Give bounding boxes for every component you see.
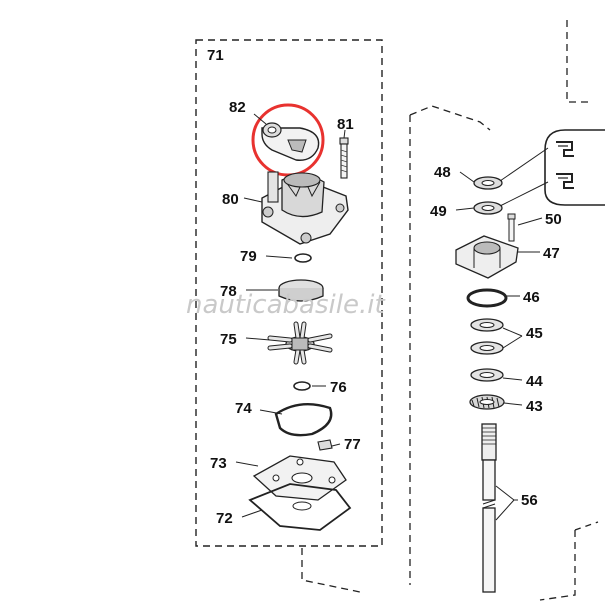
part-76-ring[interactable] (293, 381, 311, 391)
label-46: 46 (523, 289, 540, 306)
part-48-seal[interactable] (473, 176, 503, 190)
label-44: 44 (526, 373, 543, 390)
label-47: 47 (543, 245, 560, 262)
part-79-o-ring[interactable] (294, 253, 312, 263)
watermark-text: nauticabasile.it (186, 290, 385, 320)
label-72: 72 (216, 510, 233, 527)
part-75-impeller[interactable] (267, 321, 333, 365)
part-56-drive-shaft[interactable] (481, 423, 497, 593)
part-50-screw[interactable] (507, 213, 516, 242)
label-48: 48 (434, 164, 451, 181)
kit-71-dashed-box (195, 39, 383, 547)
part-74-gasket[interactable] (274, 402, 333, 437)
part-46-o-ring[interactable] (466, 288, 508, 308)
label-43: 43 (526, 398, 543, 415)
label-75: 75 (220, 331, 237, 348)
label-74: 74 (235, 400, 252, 417)
seal-detail-callout (499, 129, 605, 207)
label-50: 50 (545, 211, 562, 228)
label-78: 78 (220, 283, 237, 300)
label-80: 80 (222, 191, 239, 208)
housing-outline-top (409, 105, 491, 131)
part-77-key[interactable] (317, 439, 333, 451)
leader-lines (235, 113, 543, 521)
part-82-impeller-cam[interactable] (251, 103, 325, 177)
housing-outline-corner (574, 521, 599, 531)
part-44-washer[interactable] (470, 368, 504, 382)
label-76: 76 (330, 379, 347, 396)
part-43-bearing[interactable] (469, 394, 505, 410)
label-82: 82 (229, 99, 246, 116)
part-78-plate[interactable] (278, 279, 324, 302)
label-71: 71 (207, 47, 224, 64)
part-81-screw[interactable] (339, 137, 349, 179)
housing-outline-lower-right (539, 530, 576, 601)
part-45-washers[interactable] (470, 318, 504, 355)
part-47-seal-housing[interactable] (455, 235, 519, 279)
part-49-seal[interactable] (473, 201, 503, 215)
label-81: 81 (337, 116, 354, 133)
label-77: 77 (344, 436, 361, 453)
part-80-pump-housing[interactable] (261, 171, 349, 245)
label-79: 79 (240, 248, 257, 265)
housing-outline-bottom (301, 548, 361, 593)
part-72-gasket[interactable] (248, 483, 352, 531)
label-45: 45 (526, 325, 543, 342)
label-56: 56 (521, 492, 538, 509)
label-73: 73 (210, 455, 227, 472)
label-49: 49 (430, 203, 447, 220)
housing-outline-upper-right (566, 20, 590, 103)
